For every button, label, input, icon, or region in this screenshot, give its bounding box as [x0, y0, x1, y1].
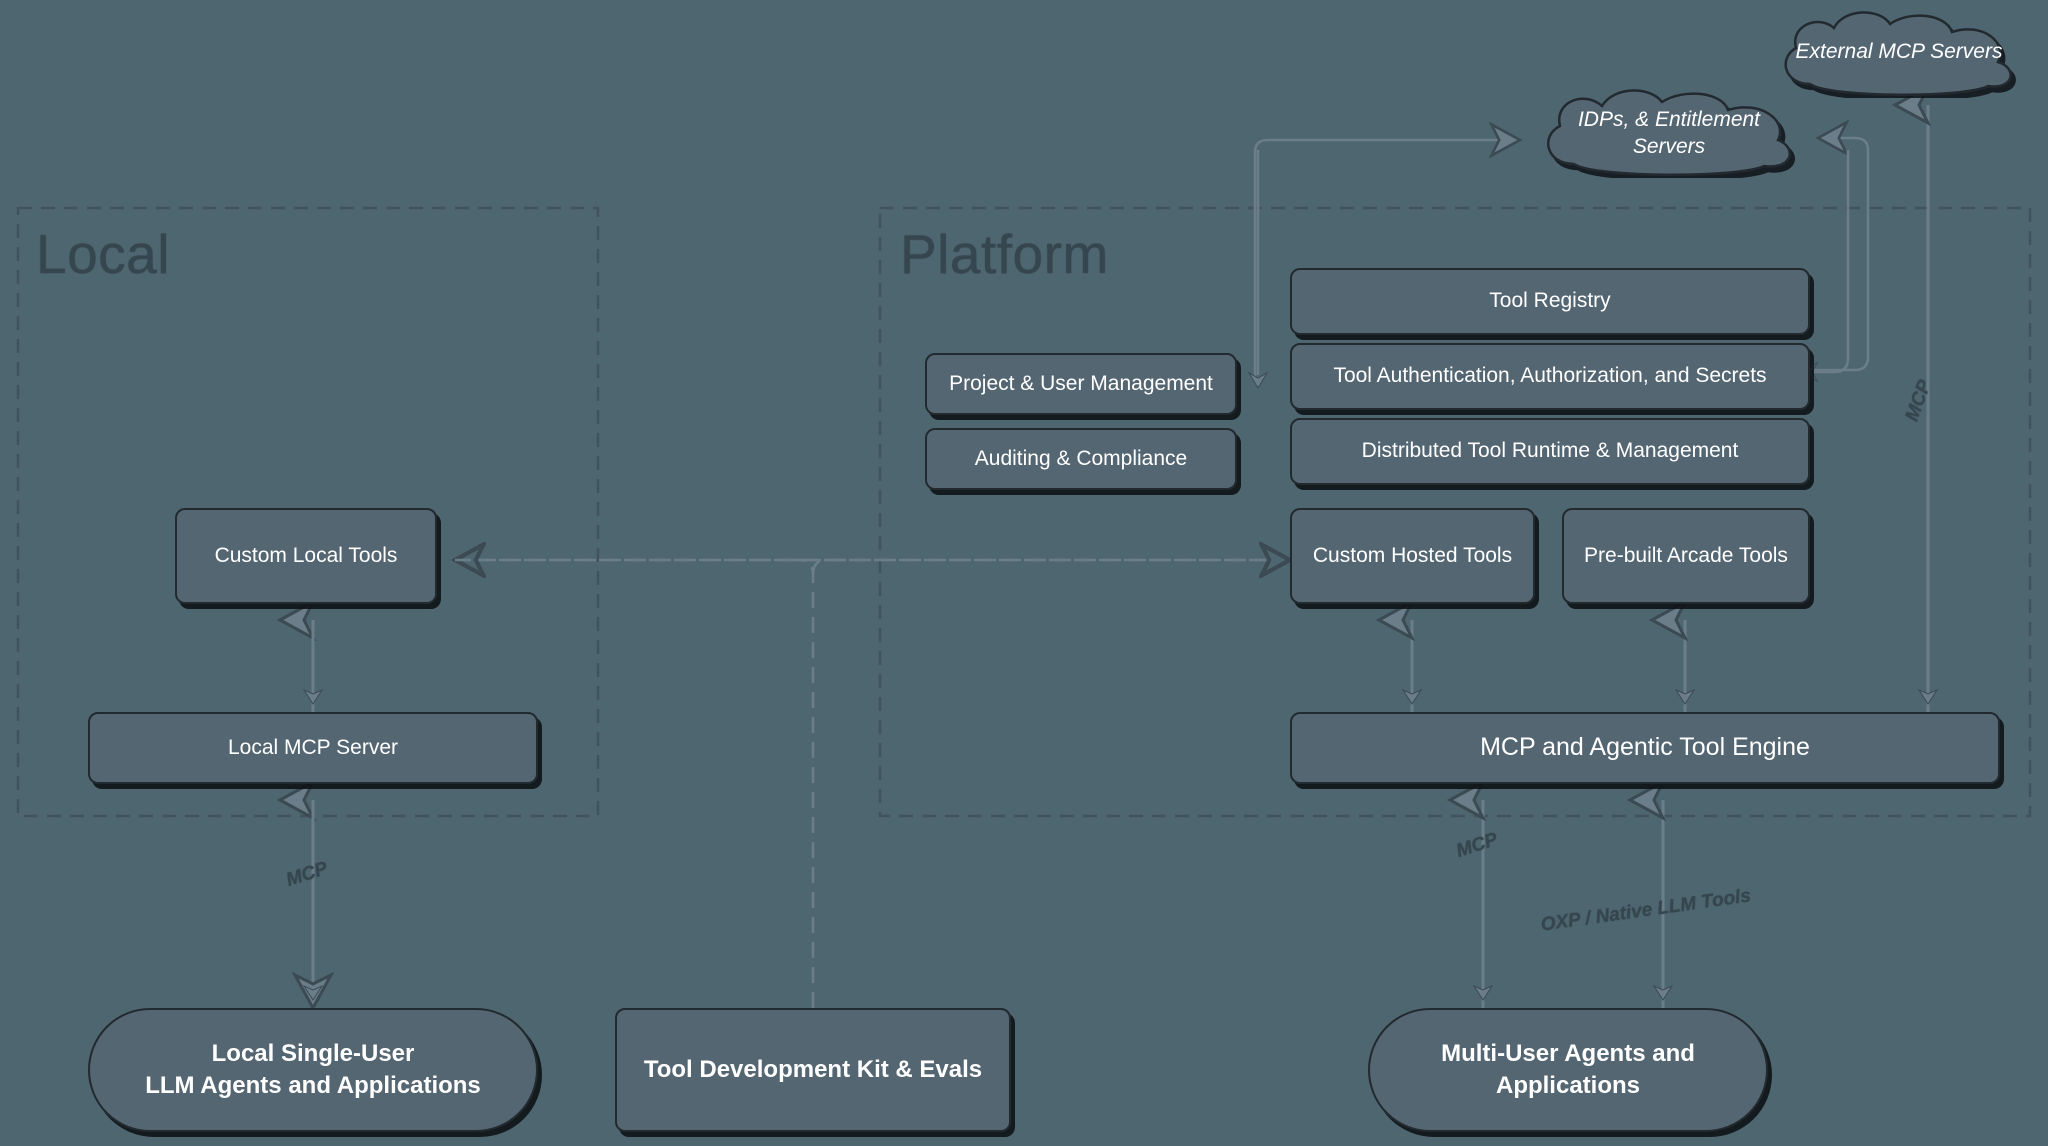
arrowhead-down: [302, 688, 324, 705]
node-tool-registry[interactable]: Tool Registry: [1290, 268, 1810, 335]
node-local-agents[interactable]: Local Single-User LLM Agents and Applica…: [88, 1008, 538, 1132]
node-label-line1: Multi-User Agents and: [1441, 1039, 1695, 1067]
arrowhead-down: [1674, 688, 1696, 705]
edge-idps-to-toolauth: [1812, 150, 1850, 374]
arrowhead-down: [1917, 688, 1939, 705]
edge-toolauth-to-idps: [1810, 138, 1870, 372]
cloud-label-line1: IDPs, & Entitlement: [1577, 107, 1761, 131]
cloud-idps-entitlement-servers[interactable]: IDPs, & Entitlement Servers: [1530, 82, 1808, 178]
node-project-user-management[interactable]: Project & User Management: [925, 353, 1237, 415]
group-label-local: Local: [36, 223, 170, 285]
edge-devkit-branch-right: [811, 558, 846, 576]
node-label-line2: LLM Agents and Applications: [145, 1072, 481, 1099]
node-custom-hosted-tools[interactable]: Custom Hosted Tools: [1290, 508, 1535, 604]
cloud-label: External MCP Servers: [1795, 40, 2003, 64]
node-custom-local-tools[interactable]: Custom Local Tools: [175, 508, 437, 604]
node-distributed-tool-runtime[interactable]: Distributed Tool Runtime & Management: [1290, 418, 1810, 485]
node-tool-authentication[interactable]: Tool Authentication, Authorization, and …: [1290, 343, 1810, 410]
node-label-line2: Applications: [1495, 1072, 1640, 1099]
arrowhead-down: [302, 984, 324, 1001]
arrowhead-down: [1652, 984, 1674, 1001]
node-label-line1: Local Single-User: [211, 1039, 415, 1067]
node-local-mcp-server[interactable]: Local MCP Server: [88, 712, 538, 784]
cloud-shape: [1784, 11, 2012, 96]
node-auditing-compliance[interactable]: Auditing & Compliance: [925, 428, 1237, 490]
arrowhead-down: [1472, 984, 1494, 1001]
node-multiuser-agents[interactable]: Multi-User Agents and Applications: [1368, 1008, 1768, 1132]
node-tool-development-kit[interactable]: Tool Development Kit & Evals: [615, 1008, 1011, 1132]
node-mcp-agentic-tool-engine[interactable]: MCP and Agentic Tool Engine: [1290, 712, 2000, 784]
arrowhead-down: [1247, 371, 1269, 389]
edge-devkit-branch-left: [780, 558, 815, 1008]
group-label-platform: Platform: [900, 223, 1109, 285]
cloud-external-mcp-servers[interactable]: External MCP Servers: [1770, 6, 2028, 98]
edge-usermgmt-to-idps: [1253, 140, 1520, 380]
node-prebuilt-arcade-tools[interactable]: Pre-built Arcade Tools: [1562, 508, 1810, 604]
cloud-label-line2: Servers: [1632, 135, 1706, 158]
arrowhead-down: [1401, 688, 1423, 705]
cloud-shape: [1547, 89, 1791, 177]
